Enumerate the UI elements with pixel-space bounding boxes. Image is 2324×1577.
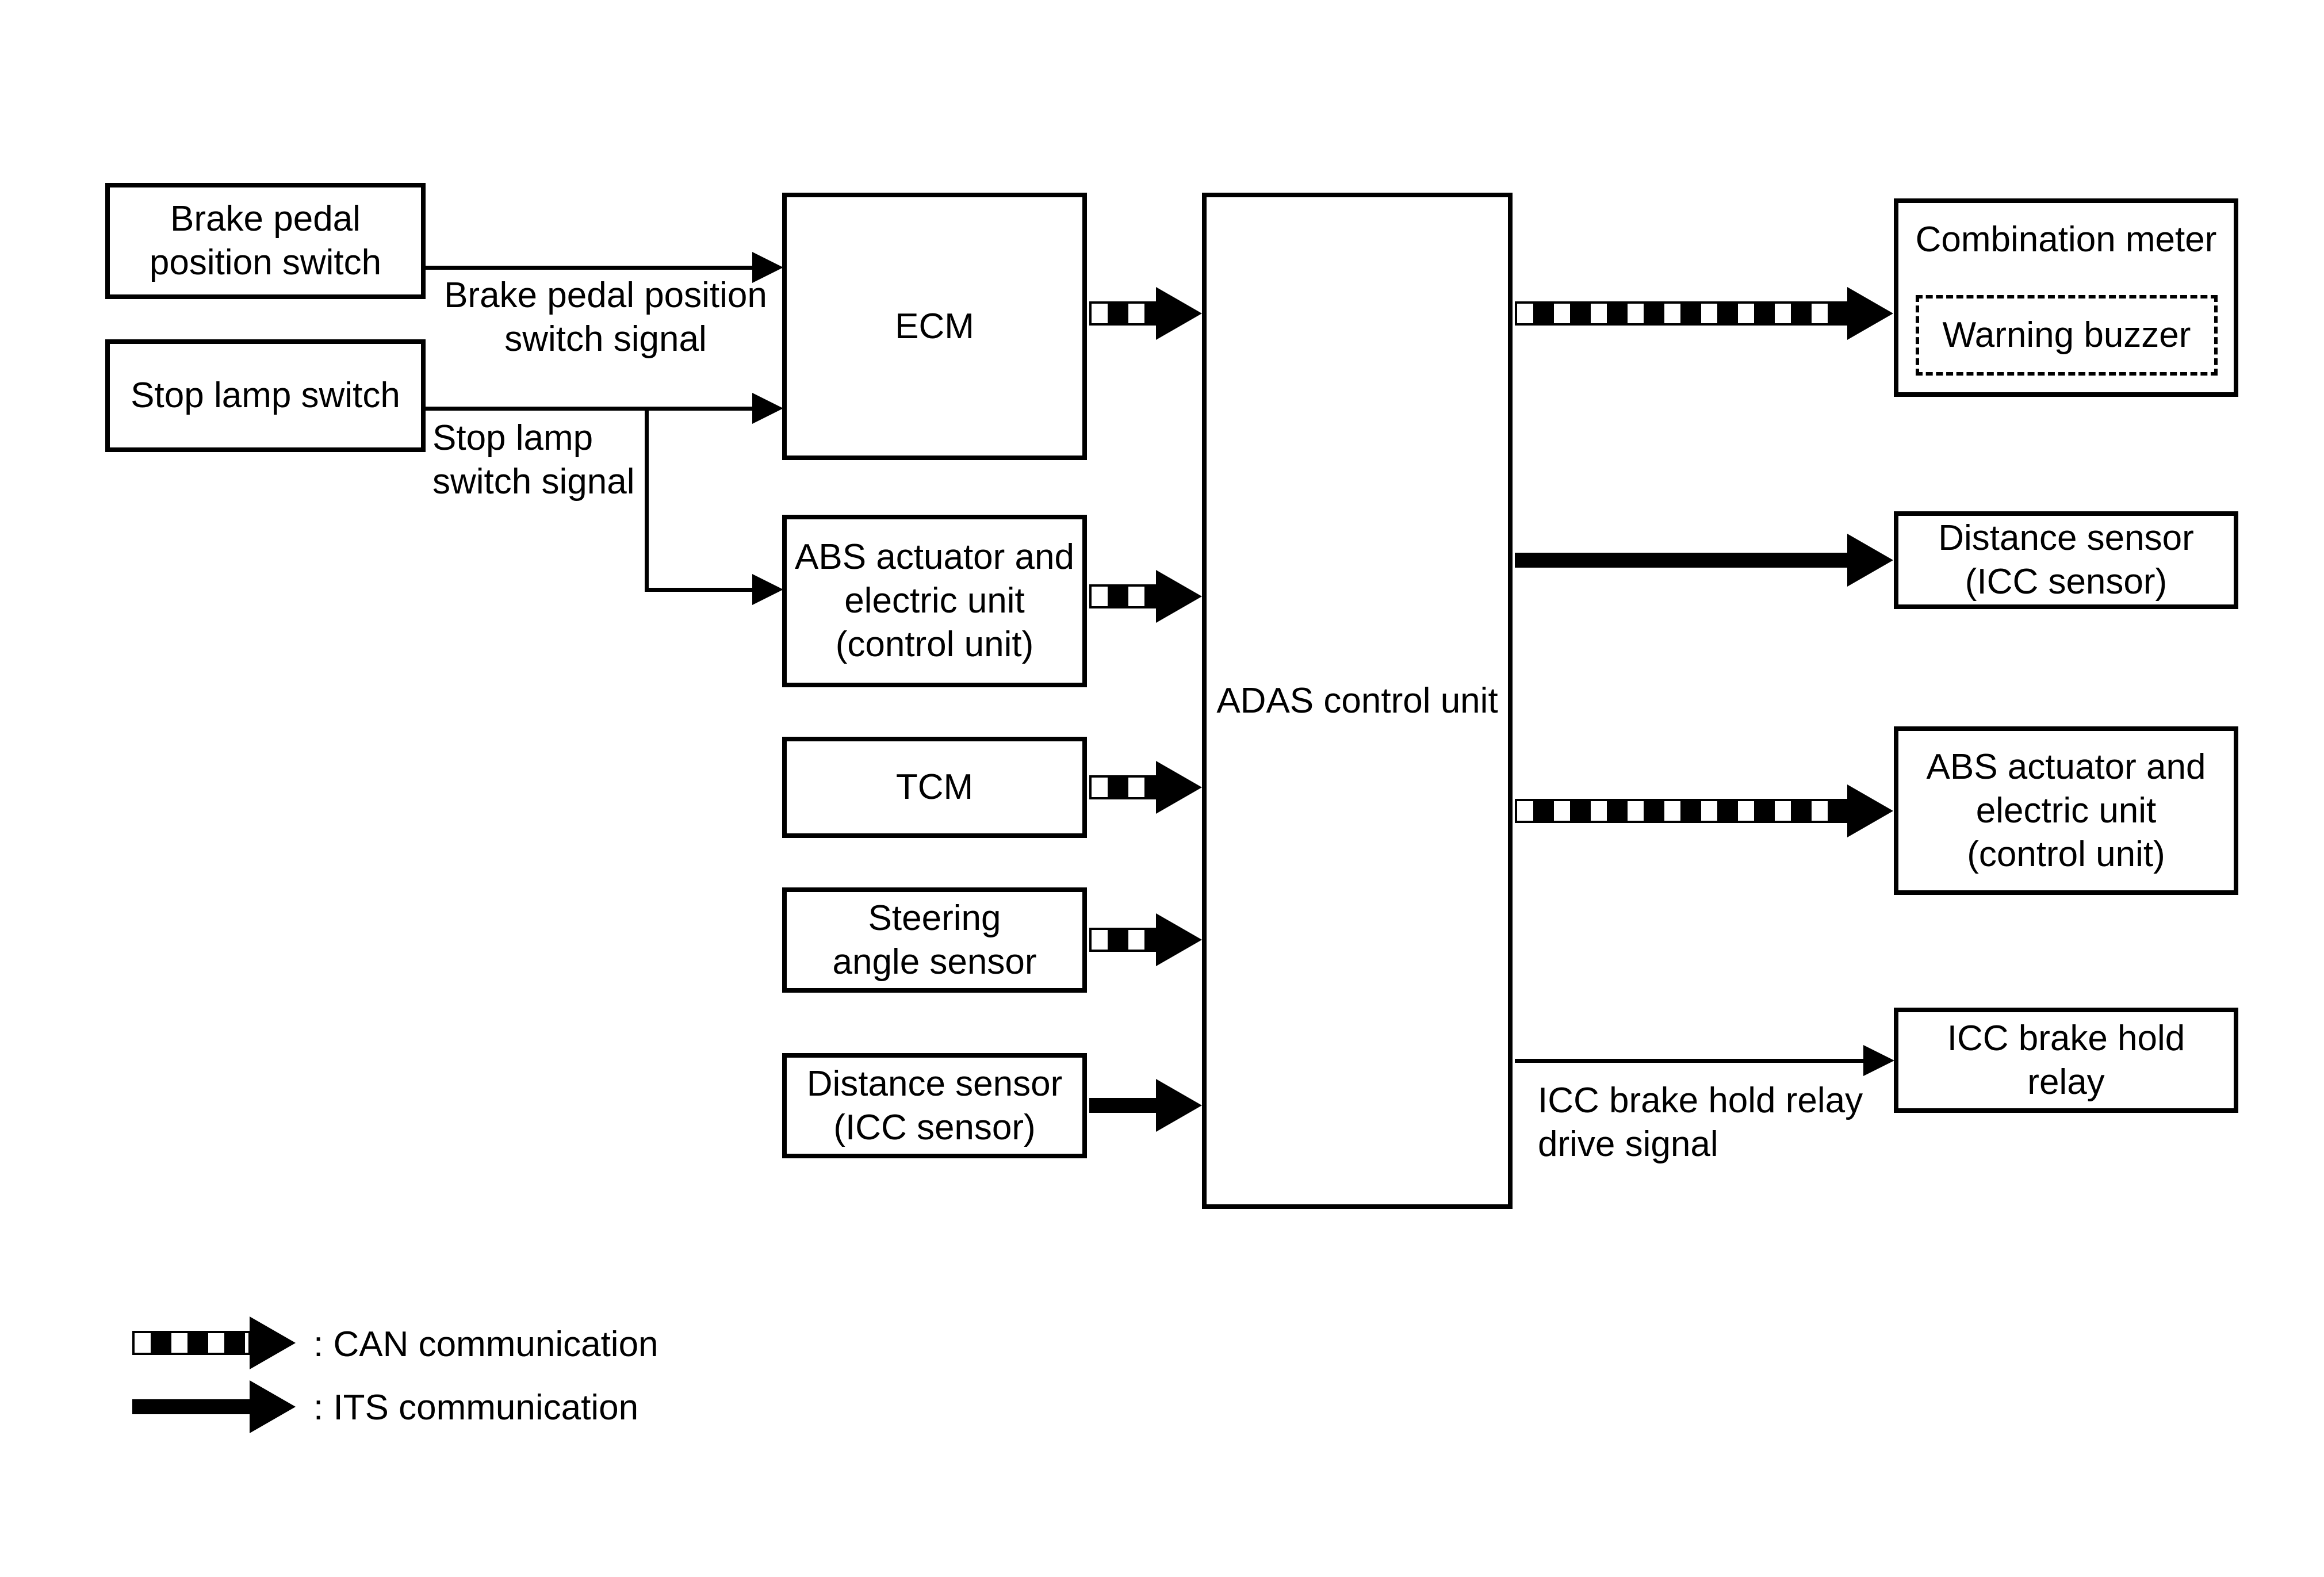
can-arrow-tcm-to-adas <box>1089 775 1157 799</box>
box-label-line: position switch <box>149 243 382 282</box>
box-label-line: (control unit) <box>1967 834 2165 874</box>
label-line: ICC brake hold relay <box>1538 1081 1863 1120</box>
arrowhead-abs-to-adas-icon <box>1156 570 1202 623</box>
wire-stop-lamp-to-ecm <box>426 407 755 411</box>
box-label-line: Warning buzzer <box>1942 315 2191 355</box>
box-label-line: ICC brake hold <box>1947 1018 2185 1058</box>
arrowhead-adas-to-abs-icon <box>1847 784 1893 837</box>
its-arrow-distance-to-adas <box>1089 1098 1157 1113</box>
arrowhead-brake-pedal-to-ecm-icon <box>752 252 783 283</box>
box-icc-brake-hold-relay: ICC brake hold relay <box>1894 1008 2238 1113</box>
legend-its-arrow-icon <box>132 1399 251 1414</box>
arrowhead-steering-to-adas-icon <box>1156 913 1202 966</box>
box-distance-sensor-right: Distance sensor (ICC sensor) <box>1894 511 2238 609</box>
box-brake-pedal-position-switch: Brake pedal position switch <box>105 183 426 299</box>
box-label-line: ABS actuator and <box>1926 747 2206 787</box>
box-adas-control-unit: ADAS control unit <box>1202 193 1513 1209</box>
wire-brake-pedal-to-ecm <box>426 266 755 270</box>
box-label-line: electric unit <box>844 581 1025 621</box>
arrowhead-adas-to-distance-sensor-icon <box>1847 534 1893 587</box>
label-line: Stop lamp <box>432 418 594 458</box>
label-icc-relay-signal: ICC brake hold relay drive signal <box>1538 1079 1906 1166</box>
can-arrow-ecm-to-adas <box>1089 301 1157 326</box>
box-label-line: Stop lamp switch <box>131 376 400 415</box>
box-combination-meter: Combination meter Warning buzzer <box>1894 198 2238 397</box>
wire-stop-lamp-branch-down <box>645 407 649 592</box>
box-label-line: (ICC sensor) <box>1965 562 2168 602</box>
arrowhead-adas-to-icc-relay-icon <box>1863 1045 1894 1076</box>
its-arrow-adas-to-distance-sensor <box>1515 553 1848 568</box>
legend-can-arrow-icon <box>132 1331 251 1355</box>
box-label-line: ABS actuator and <box>795 537 1074 577</box>
box-label-line: (ICC sensor) <box>833 1107 1036 1147</box>
legend-its-label: : ITS communication <box>313 1388 639 1427</box>
box-label-line: Distance sensor <box>806 1063 1063 1104</box>
label-brake-pedal-signal: Brake pedal position switch signal <box>430 274 781 361</box>
box-stop-lamp-switch: Stop lamp switch <box>105 339 426 452</box>
arrowhead-tcm-to-adas-icon <box>1156 761 1202 814</box>
arrowhead-adas-to-combination-meter-icon <box>1847 287 1893 340</box>
box-steering-angle-sensor: Steering angle sensor <box>782 887 1087 993</box>
box-label-line: Distance sensor <box>1938 518 2194 558</box>
arrowhead-stop-lamp-to-ecm-icon <box>752 393 783 424</box>
box-label-line: Brake pedal <box>170 199 361 239</box>
box-ecm: ECM <box>782 193 1087 460</box>
box-tcm: TCM <box>782 737 1087 838</box>
wire-adas-to-icc-relay <box>1515 1059 1866 1063</box>
can-arrow-adas-to-abs <box>1515 799 1848 823</box>
arrowhead-stop-lamp-to-abs-icon <box>752 574 783 605</box>
box-label-line: Combination meter <box>1915 220 2217 259</box>
box-label-line: ECM <box>895 306 974 346</box>
box-warning-buzzer: Warning buzzer <box>1916 295 2218 376</box>
label-stop-lamp-signal: Stop lamp switch signal <box>432 416 755 504</box>
box-label-line: electric unit <box>1975 790 2157 830</box>
label-line: switch signal <box>504 319 707 359</box>
box-label-line: Steering <box>868 898 1001 938</box>
can-arrow-steering-to-adas <box>1089 928 1157 952</box>
box-abs-actuator-right: ABS actuator and electric unit (control … <box>1894 726 2238 895</box>
legend-can-label: : CAN communication <box>313 1325 658 1364</box>
legend-its-arrowhead-icon <box>250 1380 296 1433</box>
legend-can-arrowhead-icon <box>250 1316 296 1369</box>
box-label-line: ADAS control unit <box>1216 680 1498 721</box>
label-line: drive signal <box>1538 1124 1718 1164</box>
arrowhead-ecm-to-adas-icon <box>1156 287 1202 340</box>
box-label-line: (control unit) <box>835 625 1034 664</box>
box-abs-actuator-left: ABS actuator and electric unit (control … <box>782 515 1087 687</box>
wire-stop-lamp-branch-to-abs <box>645 588 755 592</box>
label-line: Brake pedal position <box>444 275 767 315</box>
label-line: switch signal <box>432 462 635 502</box>
can-arrow-abs-to-adas <box>1089 584 1157 608</box>
can-arrow-adas-to-combination-meter <box>1515 301 1848 326</box>
box-label-line: relay <box>2027 1062 2105 1102</box>
arrowhead-distance-to-adas-icon <box>1156 1079 1202 1132</box>
box-label-line: angle sensor <box>832 941 1037 982</box>
box-label-line: TCM <box>895 767 974 807</box>
box-distance-sensor-left: Distance sensor (ICC sensor) <box>782 1053 1087 1158</box>
